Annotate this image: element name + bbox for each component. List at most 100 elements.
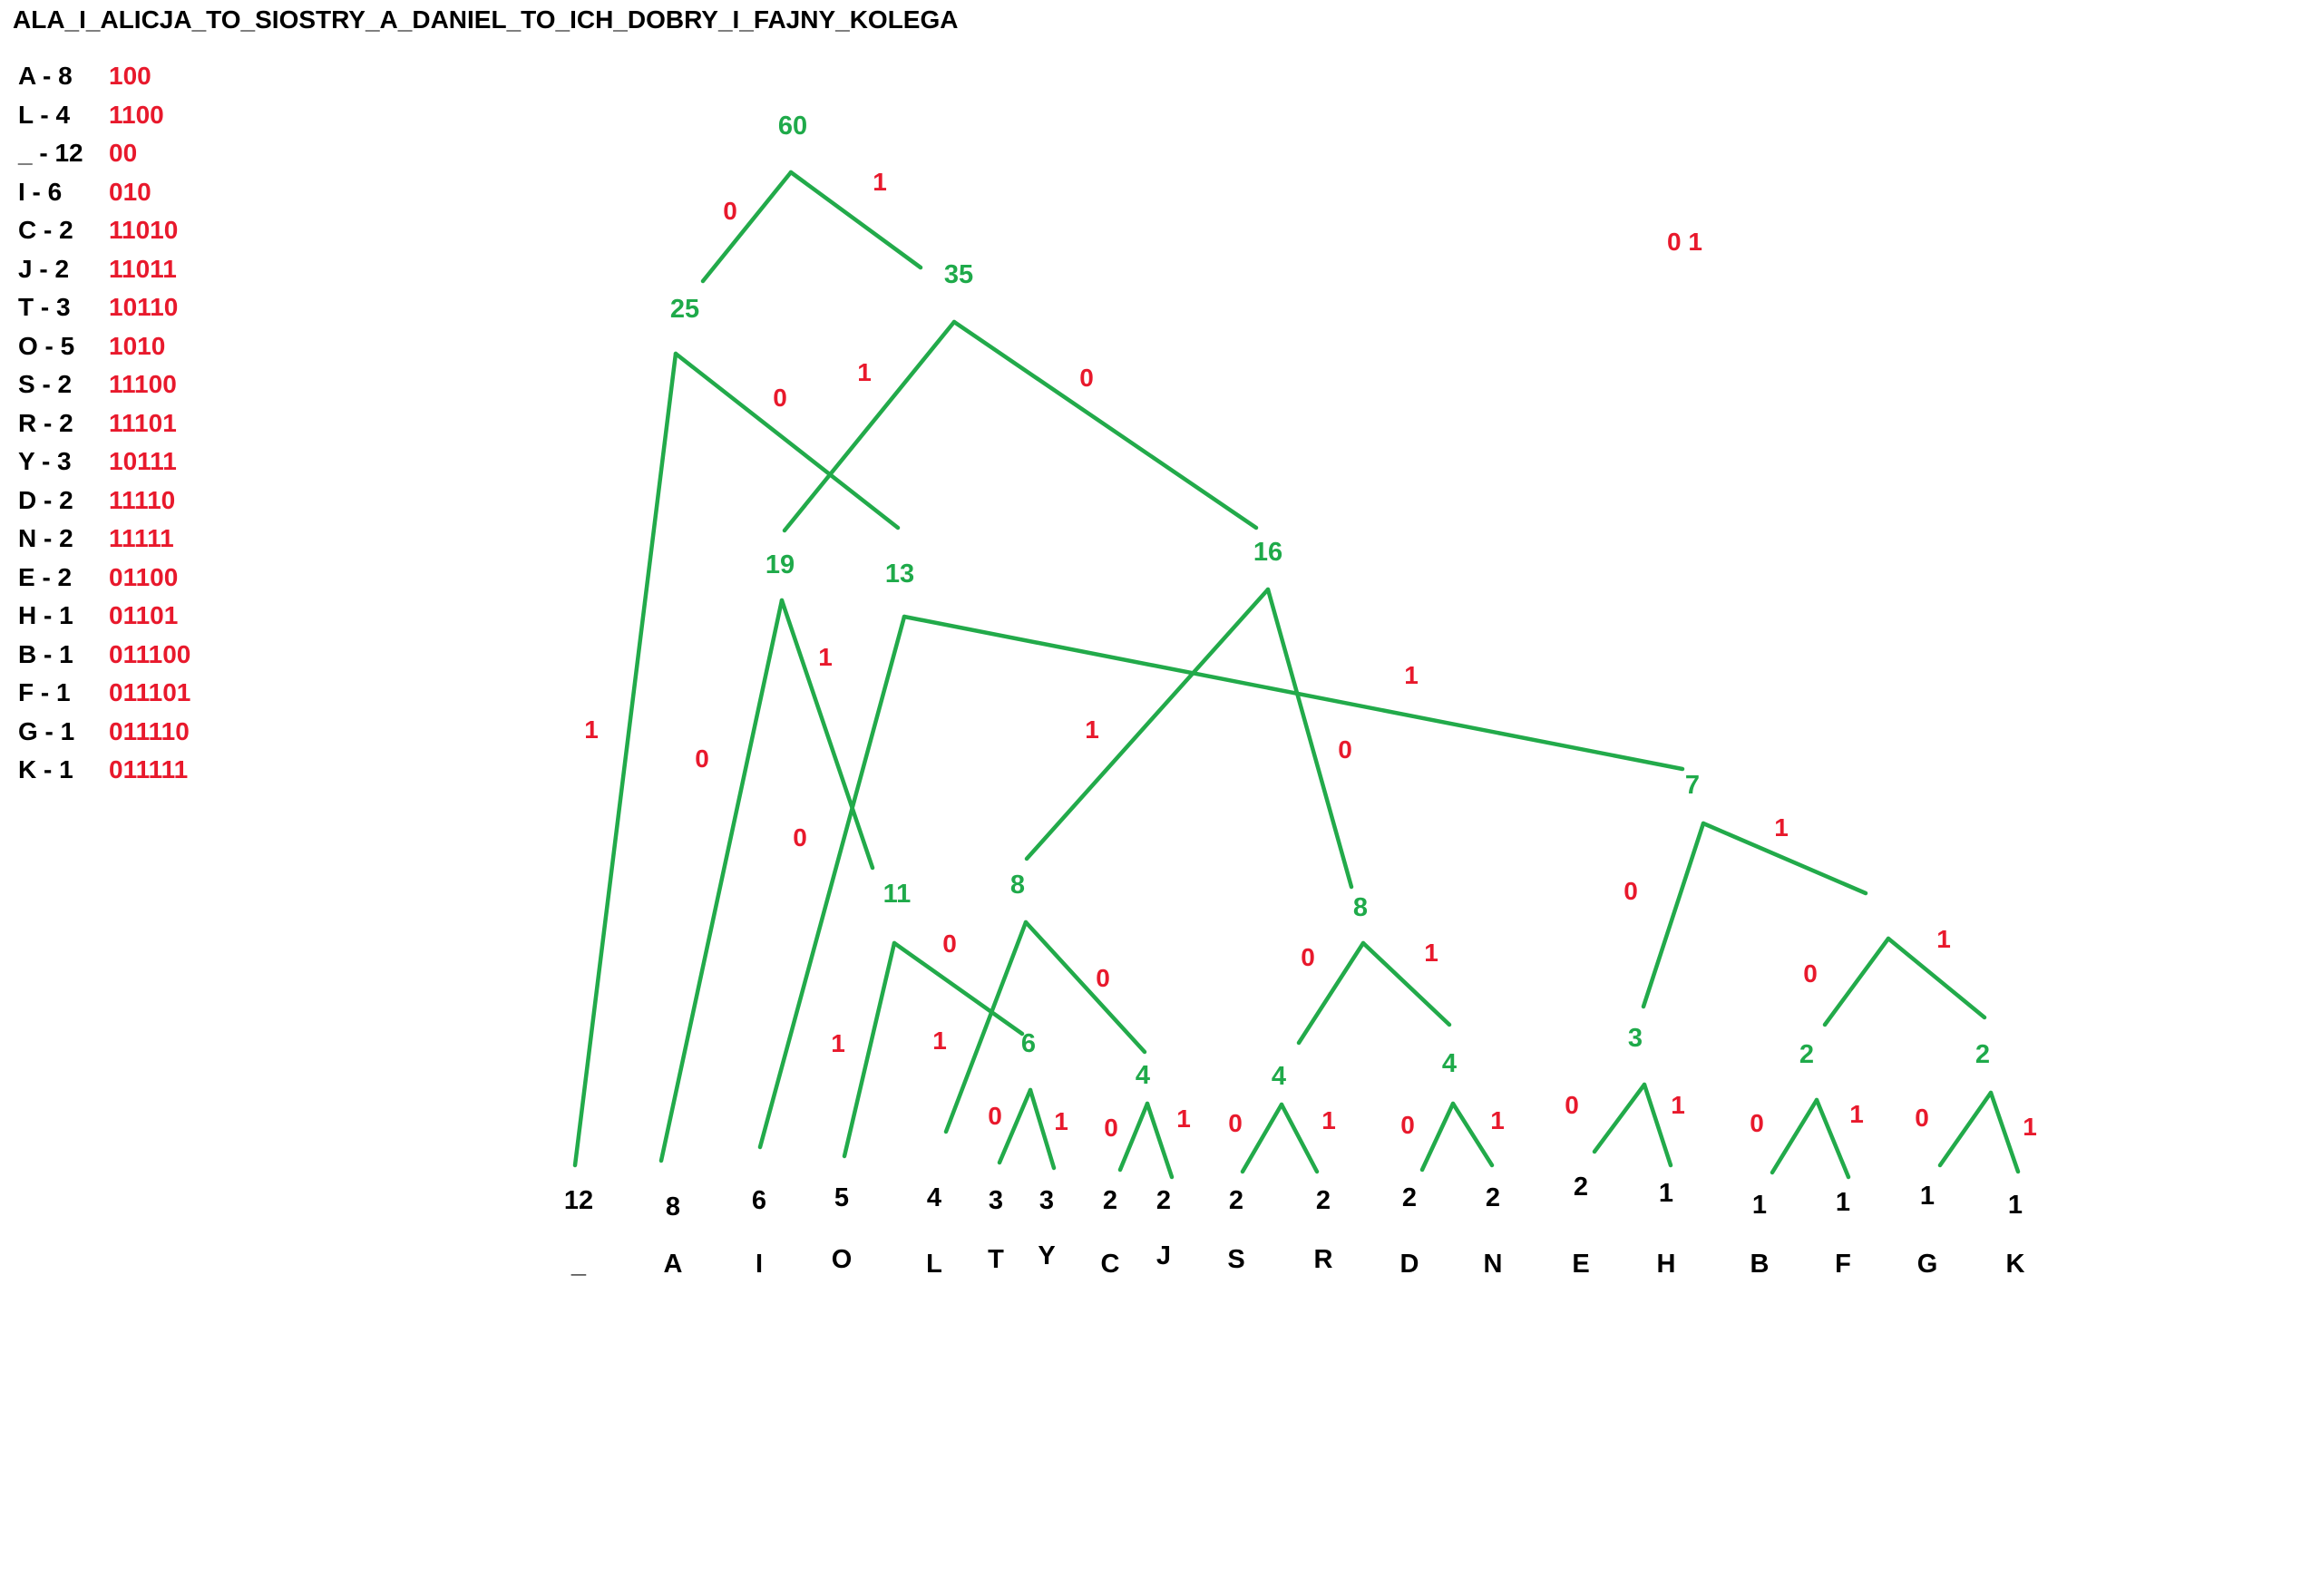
leaf-letter: C: [1101, 1250, 1120, 1279]
edge-bit: 0: [1096, 964, 1110, 992]
tree-edge: [572, 351, 678, 1168]
code-row-label: N - 2: [18, 524, 73, 552]
edge-bit: 1: [1936, 925, 1951, 953]
tree-edge: [1240, 1102, 1284, 1174]
edge-bit: 1: [818, 643, 833, 671]
tree-edge: [757, 614, 907, 1150]
edge-bit: 1: [873, 168, 887, 196]
code-row-code: 1010: [109, 331, 166, 360]
edge-bit: 1: [1404, 661, 1419, 689]
leaf-letter: A: [664, 1250, 683, 1279]
edge-bit: 0: [942, 929, 957, 958]
edge-bit: 0: [1803, 959, 1818, 988]
tree-edge: [700, 170, 794, 284]
code-row-code: 00: [109, 139, 138, 167]
leaf-count: 12: [564, 1186, 593, 1215]
code-row-label: T - 3: [18, 293, 71, 321]
code-row-code: 11100: [109, 370, 177, 398]
edge-bit: 1: [932, 1027, 947, 1055]
tree-edges: [572, 170, 2021, 1180]
code-row-code: 01100: [109, 562, 179, 591]
edge-bit: 0: [988, 1102, 1002, 1130]
tree-edge: [788, 170, 923, 270]
leaf-count: 1: [1752, 1191, 1767, 1220]
edge-bit: 0: [1915, 1104, 1929, 1132]
edge-bit: 1: [1849, 1100, 1864, 1128]
tree-edge: [1822, 936, 1891, 1027]
leaf-count: 2: [1486, 1183, 1500, 1212]
leaf-letter: H: [1657, 1250, 1676, 1279]
edge-bit: 0: [1750, 1109, 1764, 1137]
leaf-count: 4: [927, 1183, 941, 1212]
node-weight: 6: [1021, 1029, 1036, 1058]
node-weight: 2: [1975, 1040, 1990, 1069]
edge-bit: 0: [773, 384, 787, 412]
code-row-label: K - 1: [18, 755, 73, 783]
code-row-code: 1100: [109, 100, 164, 129]
code-row-label: R - 2: [18, 408, 73, 437]
leaf-count: 1: [1836, 1188, 1850, 1217]
leaf-count: 1: [1920, 1182, 1935, 1211]
tree-edge: [842, 940, 897, 1159]
code-row-label: O - 5: [18, 331, 75, 360]
code-row-label: I - 6: [18, 177, 63, 206]
tree-edge: [951, 319, 1259, 530]
edge-bit: 1: [1085, 715, 1099, 744]
leaf-count: 5: [834, 1183, 849, 1212]
edge-bit: 0: [1338, 735, 1352, 764]
code-row-label: B - 1: [18, 639, 73, 668]
leaf-count: 1: [1659, 1179, 1673, 1208]
tree-edge: [943, 920, 1029, 1134]
leaf-letter: L: [926, 1250, 942, 1279]
edge-bit: 0: [1079, 364, 1094, 392]
node-weight: 60: [778, 112, 807, 141]
edge-bit: 1: [2023, 1113, 2037, 1141]
tree-edge: [1937, 1090, 1994, 1168]
leaf-letter: B: [1750, 1250, 1770, 1279]
code-row-code: 11010: [109, 216, 179, 244]
tree-edge: [1642, 1082, 1673, 1168]
leaf-letter: _: [570, 1250, 587, 1279]
code-row-label: E - 2: [18, 562, 73, 591]
code-row-code: 11111: [109, 524, 174, 552]
node-weight: 25: [670, 295, 699, 324]
node-weight: 4: [1136, 1061, 1150, 1090]
tree-edge: [1279, 1102, 1320, 1174]
tree-edge: [1419, 1101, 1456, 1173]
code-row-label: L - 4: [18, 100, 71, 129]
node-weight: 4: [1442, 1049, 1457, 1078]
edge-bit: 1: [1671, 1091, 1685, 1119]
code-row-label: _ - 12: [18, 139, 83, 167]
tree-edge: [1117, 1101, 1150, 1173]
leaf-count: 2: [1103, 1186, 1117, 1215]
leaf-letter: N: [1484, 1250, 1503, 1279]
code-row-label: Y - 3: [18, 447, 72, 475]
node-weight: 7: [1685, 771, 1700, 800]
edge-bit: 1: [857, 358, 872, 386]
tree-edge: [892, 940, 1025, 1036]
tree-edge: [1360, 940, 1452, 1027]
code-row-code: 010: [109, 177, 151, 206]
leaf-count: 2: [1316, 1186, 1331, 1215]
code-row-label: G - 1: [18, 716, 75, 745]
tree-edge: [902, 614, 1685, 772]
code-row-label: F - 1: [18, 678, 71, 706]
tree-edge: [1701, 821, 1868, 896]
edge-bit: 0: [1624, 877, 1638, 905]
tree-edge: [1265, 587, 1354, 890]
node-weight: 4: [1272, 1062, 1286, 1091]
leaf-count: 2: [1574, 1173, 1588, 1202]
leaf-letter: O: [832, 1245, 853, 1274]
edge-bit: 1: [831, 1029, 845, 1057]
code-row-code: 11101: [109, 408, 177, 437]
code-row-code: 10111: [109, 447, 177, 475]
code-row-label: J - 2: [18, 254, 70, 283]
edge-bit: 1: [1321, 1106, 1336, 1134]
node-weight: 3: [1628, 1024, 1643, 1053]
tree-edge: [1296, 940, 1366, 1046]
node-weight: 13: [885, 560, 914, 589]
node-weight: 11: [883, 880, 912, 909]
tree-edge: [1450, 1101, 1495, 1168]
edge-bit: 0: [1104, 1114, 1118, 1142]
